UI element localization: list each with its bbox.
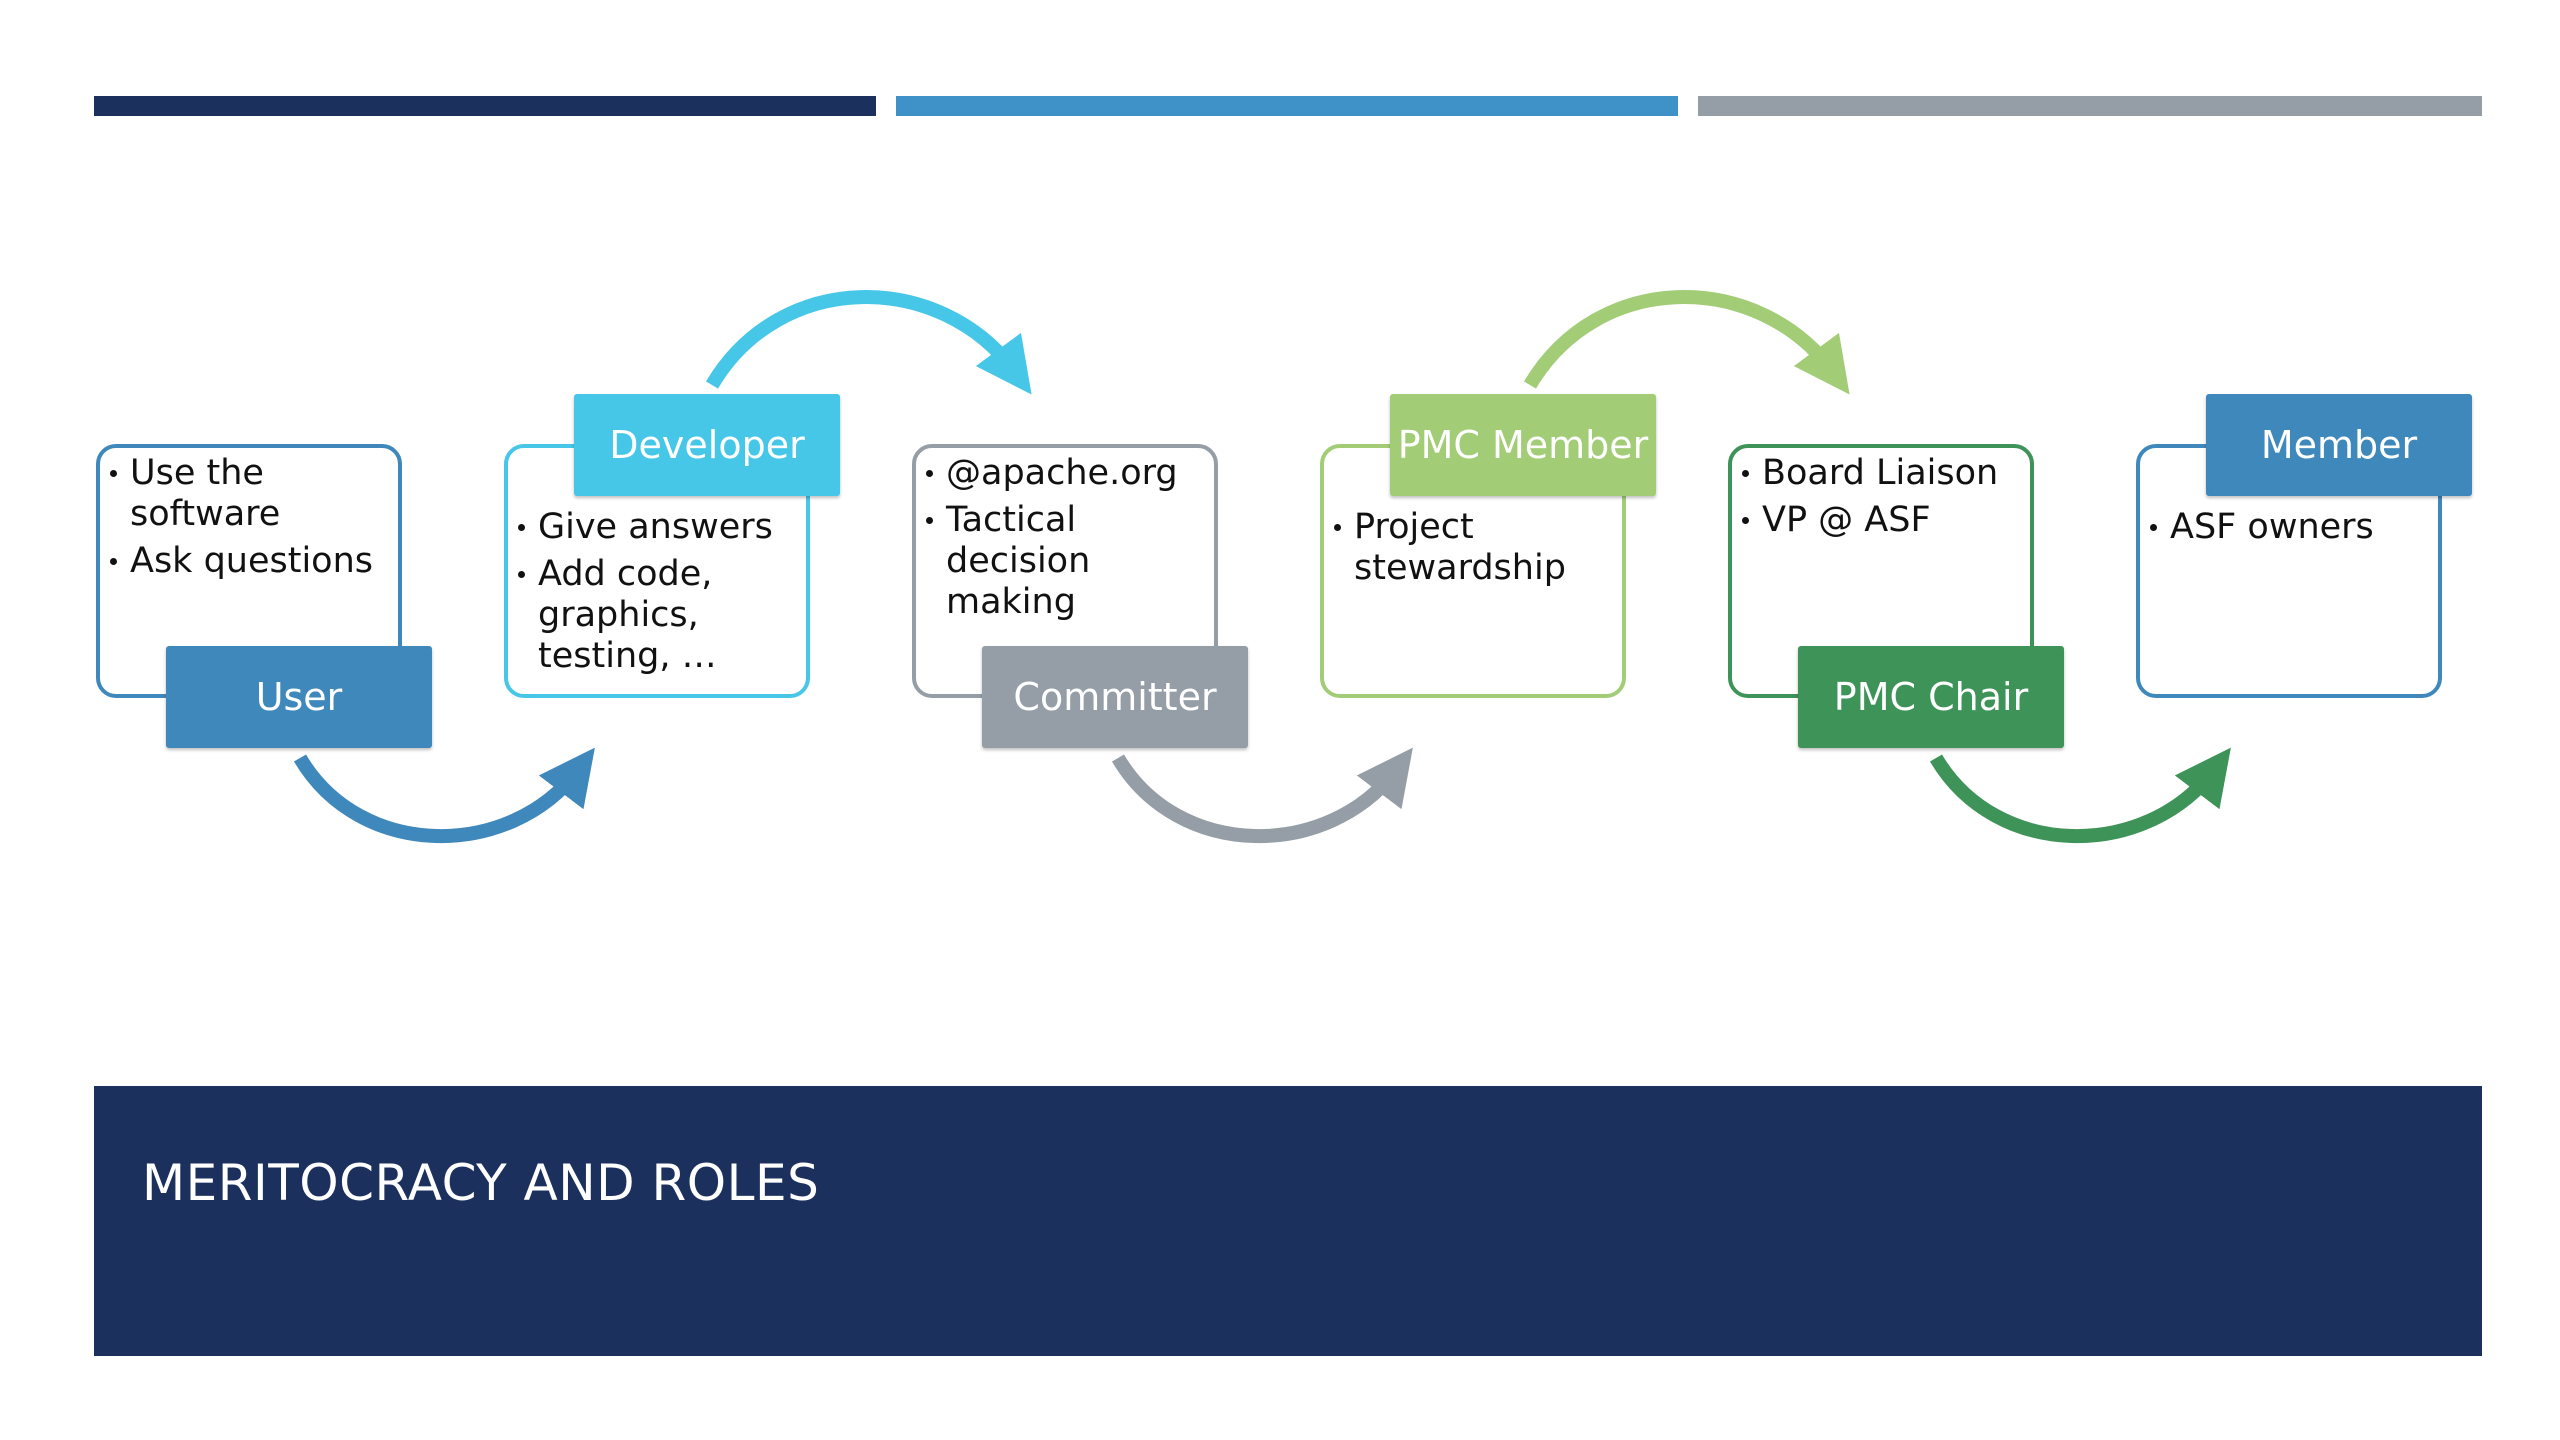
role-item: ASF owners (2146, 507, 2436, 548)
role-items-user: Use the software Ask questions (106, 453, 392, 588)
role-item: Project stewardship (1330, 507, 1620, 589)
arrow-pmc-chair-to-member (1929, 747, 2231, 843)
role-items-member: ASF owners (2146, 507, 2436, 554)
role-item: Tactical decision making (922, 500, 1212, 623)
role-item: Ask questions (106, 541, 392, 582)
arrow-pmc-member-to-pmc-chair (1523, 290, 1850, 395)
title-band: MERITOCRACY AND ROLES (94, 1086, 2482, 1356)
role-item: Add code, graphics, testing, … (514, 554, 804, 677)
role-items-pmc-member: Project stewardship (1330, 507, 1620, 595)
role-label-member: Member (2206, 394, 2472, 496)
arrow-committer-to-pmc-member (1111, 747, 1413, 843)
role-item: Board Liaison (1738, 453, 2028, 494)
role-item: @apache.org (922, 453, 1212, 494)
slide-title: MERITOCRACY AND ROLES (142, 1154, 820, 1212)
role-item: Use the software (106, 453, 392, 535)
role-label-pmc-chair: PMC Chair (1798, 646, 2064, 748)
arrow-developer-to-committer (705, 290, 1032, 395)
top-bar-blue (896, 96, 1678, 116)
role-label-user: User (166, 646, 432, 748)
role-item: VP @ ASF (1738, 500, 2028, 541)
arrow-user-to-developer (293, 747, 595, 843)
role-label-pmc-member: PMC Member (1390, 394, 1656, 496)
role-item: Give answers (514, 507, 804, 548)
role-items-developer: Give answers Add code, graphics, testing… (514, 507, 804, 683)
role-label-developer: Developer (574, 394, 840, 496)
role-label-committer: Committer (982, 646, 1248, 748)
top-bar-navy (94, 96, 876, 116)
role-items-committer: @apache.org Tactical decision making (922, 453, 1212, 629)
role-items-pmc-chair: Board Liaison VP @ ASF (1738, 453, 2028, 547)
top-bar-gray (1698, 96, 2482, 116)
